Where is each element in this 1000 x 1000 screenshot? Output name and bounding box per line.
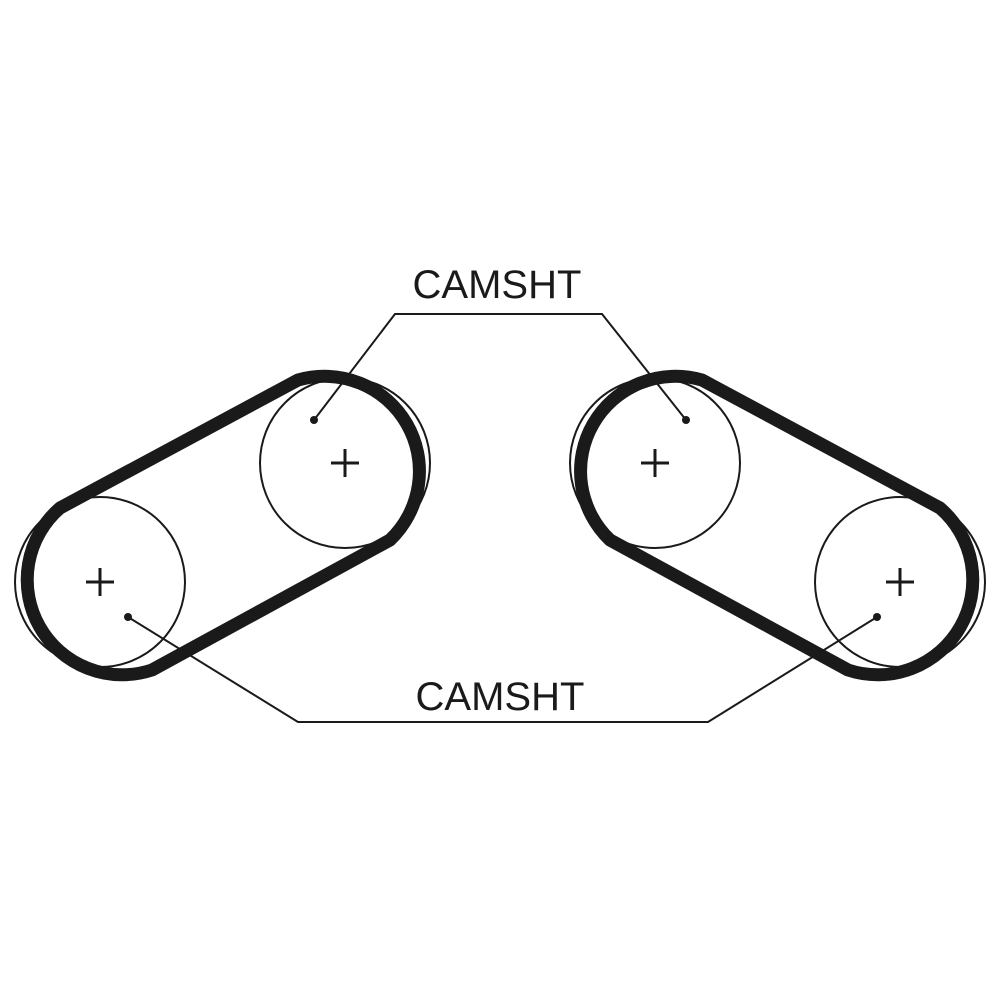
bottom-label-leader — [127, 616, 878, 723]
right-lower-pulley — [814, 496, 986, 668]
bottom-right-leader-dot — [873, 613, 881, 621]
left-timing-belt — [20, 369, 426, 682]
bottom-left-leader-dot — [124, 613, 132, 621]
right-upper-pulley — [569, 377, 741, 549]
top-right-leader-dot — [682, 416, 690, 424]
right-upper-pulley-center-mark — [641, 449, 669, 477]
right-belt-assembly — [569, 369, 986, 682]
left-lower-pulley — [14, 496, 186, 668]
left-belt-assembly — [14, 369, 431, 682]
top-left-leader-dot — [310, 416, 318, 424]
top-camshaft-label: CAMSHT — [413, 263, 582, 307]
left-upper-pulley-center-mark — [331, 449, 359, 477]
left-lower-pulley-center-mark — [86, 568, 114, 596]
right-lower-pulley-center-mark — [886, 568, 914, 596]
right-timing-belt — [574, 369, 980, 682]
top-label-leader — [313, 313, 687, 421]
bottom-camshaft-label: CAMSHT — [416, 675, 585, 719]
